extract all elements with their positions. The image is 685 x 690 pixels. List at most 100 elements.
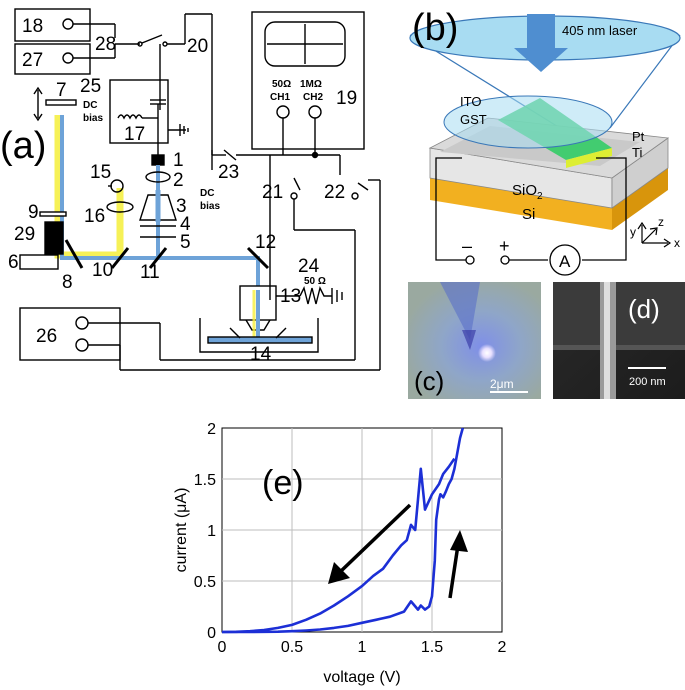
scope-ch1-impedance: 50Ω (272, 79, 291, 90)
dc-bias-label-2-line1: DC (200, 188, 214, 199)
layer-label-sio2-subscript: 2 (537, 191, 543, 202)
scope-ch2-port (308, 105, 322, 119)
iv-curves (221, 427, 465, 634)
component-label-15: 15 (90, 162, 111, 183)
y-tick-label: 0 (207, 625, 216, 642)
iv-series-forward (222, 427, 465, 634)
axis-label-x: x (674, 236, 680, 250)
scope-ch2-impedance: 1MΩ (300, 79, 322, 90)
mirror-12 (246, 246, 270, 270)
component-label-25: 25 (80, 76, 101, 97)
y-tick-label: 1 (207, 523, 216, 540)
dc-bias-label-1-line1: DC (83, 100, 97, 111)
terminator-label: 50 Ω (304, 276, 326, 287)
component-label-8: 8 (62, 272, 73, 293)
laser-wavelength-label: 405 nm laser (562, 23, 638, 38)
component-label-26: 26 (36, 326, 57, 347)
layer-label-si: Si (522, 206, 535, 223)
laser-spot-micrograph (478, 344, 496, 362)
component-label-27: 27 (22, 50, 43, 71)
scale-bar-d-label: 200 nm (629, 376, 666, 388)
panel-c-optical-micrograph: (c) 2μm (408, 282, 541, 399)
x-tick-label: 1 (358, 639, 367, 656)
component-label-2: 2 (173, 170, 184, 191)
laser-diode-1 (151, 154, 165, 166)
y-tick-label: 0.5 (194, 574, 216, 591)
component-label-1: 1 (173, 150, 184, 171)
x-tick-label: 0 (218, 639, 227, 656)
component-label-18: 18 (22, 16, 43, 37)
laser-spot (443, 95, 613, 149)
ammeter-symbol (549, 244, 581, 276)
component-label-9: 9 (28, 202, 39, 223)
arrow-increasing-voltage (448, 544, 460, 599)
component-label-29: 29 (14, 224, 35, 245)
axis-label-y: y (630, 225, 636, 239)
dc-bias-label-2-line2: bias (200, 201, 220, 212)
laser-arrow (514, 14, 568, 72)
terminator-24 (299, 285, 332, 305)
x-axis-label: voltage (V) (323, 669, 400, 686)
component-label-13: 13 (280, 286, 301, 307)
layer-label-ti: Ti (632, 145, 642, 160)
layer-label-gst: GST (460, 112, 487, 127)
panel-b-label: (b) (412, 7, 458, 49)
axis-triad (637, 221, 672, 248)
panel-b-device-schematic (409, 14, 681, 276)
y-tick-label: 2 (207, 421, 216, 438)
yellow-beam (54, 115, 124, 259)
component-label-12: 12 (255, 232, 276, 253)
x-tick-label: 1.5 (421, 639, 443, 656)
scope-ch2-label: CH2 (303, 92, 323, 103)
component-label-21: 21 (262, 182, 283, 203)
component-label-4: 4 (180, 214, 191, 235)
layer-label-sio2: SiO (512, 182, 537, 199)
component-label-5: 5 (180, 232, 191, 253)
bias-tee-box-17 (109, 79, 169, 144)
component-label-22: 22 (324, 182, 345, 203)
layer-label-pt: Pt (632, 129, 645, 144)
component-label-11: 11 (140, 262, 160, 283)
panel-a-optical-electrical-setup (14, 8, 381, 371)
layer-si-side (430, 178, 612, 230)
component-label-16: 16 (84, 206, 105, 227)
x-tick-label: 0.5 (281, 639, 303, 656)
component-label-20: 20 (187, 36, 208, 57)
component-label-7: 7 (56, 80, 67, 101)
component-label-28: 28 (95, 34, 116, 55)
oscilloscope-19 (251, 11, 365, 150)
dc-bias-label-1-line2: bias (83, 113, 103, 124)
component-label-3: 3 (176, 196, 187, 217)
iv-series-reverse (221, 457, 456, 634)
mirror-7 (45, 99, 77, 106)
axis-label-z: z (658, 215, 664, 229)
x-tick-label: 2 (498, 639, 507, 656)
ammeter-label: A (559, 252, 571, 271)
scale-bar-c-label: 2μm (490, 377, 514, 391)
terminal-plus: + (499, 236, 510, 256)
y-tick-label: 1.5 (194, 472, 216, 489)
panel-d-label: (d) (628, 294, 660, 324)
component-label-10: 10 (92, 260, 113, 281)
lens-16 (106, 201, 134, 213)
component-label-23: 23 (218, 162, 239, 183)
probe-stage-14 (199, 318, 319, 353)
camera-base-6 (19, 254, 59, 270)
panel-d-sem-image: (d) 200 nm (553, 282, 685, 399)
lens-2 (145, 171, 171, 183)
component-label-14: 14 (250, 344, 272, 365)
component-label-17: 17 (124, 124, 145, 145)
panel-c-label: (c) (414, 366, 444, 396)
component-label-24: 24 (298, 256, 320, 277)
layer-label-ito: ITO (460, 94, 481, 109)
scope-ch1-port (276, 105, 290, 119)
instrument-box-18 (14, 8, 91, 42)
y-axis-label: current (μA) (173, 488, 190, 573)
svg-text:SiO2: SiO2 (512, 182, 543, 202)
camera-29 (44, 221, 64, 255)
component-label-6: 6 (8, 252, 19, 273)
panel-a-label: (a) (0, 125, 46, 167)
scope-ch1-label: CH1 (270, 92, 290, 103)
axis-ticks: 0 0.5 1 1.5 2 0 0.5 1 1.5 2 (194, 421, 507, 656)
